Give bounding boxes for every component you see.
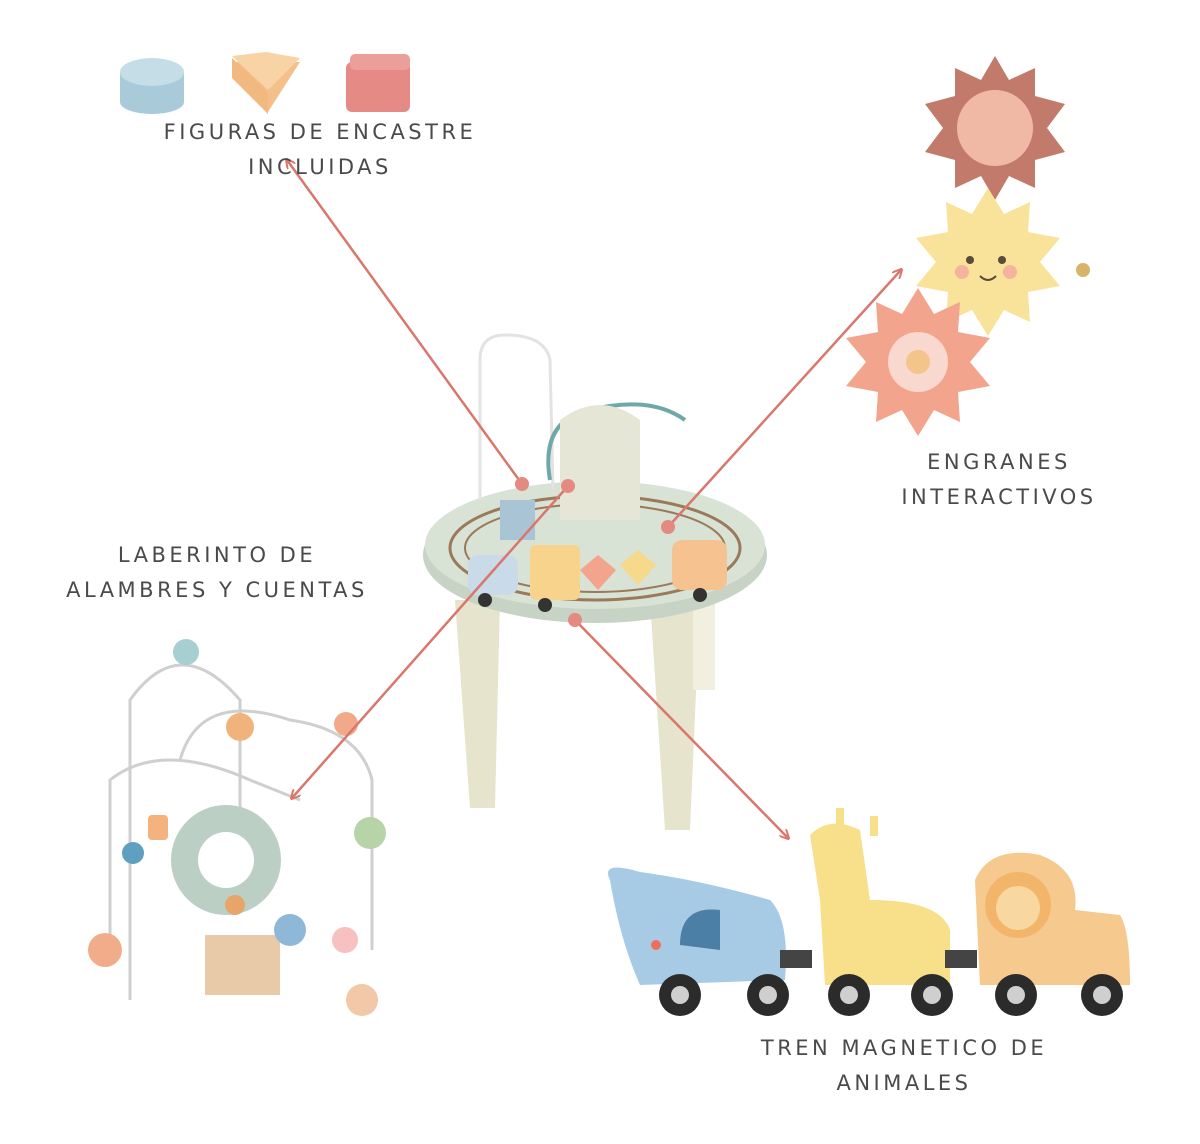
arrow-to-maze [292,485,569,798]
shapes-label-line2: INCLUIDAS [248,155,392,179]
activity-table [423,333,767,830]
arrow-to-shapes [287,160,524,485]
arrow-to-train [574,619,788,838]
train-label-line2: ANIMALES [836,1071,972,1095]
red-cube-icon [346,54,410,112]
lion-car-icon [975,852,1130,985]
bell-icon [1076,263,1090,277]
yellow-sun-gear-icon [916,188,1060,336]
elephant-car-icon [608,867,786,985]
orange-triangle-icon [232,52,300,114]
animal-train [608,808,1130,1016]
callout-arrows [287,160,901,838]
gears-label-line2: INTERACTIVOS [901,485,1097,509]
shape-pieces [120,52,410,114]
maze-label-line2: ALAMBRES Y CUENTAS [66,578,368,602]
shapes-label: FIGURAS DE ENCASTRE INCLUIDAS [164,115,477,185]
shapes-label-line1: FIGURAS DE ENCASTRE [163,120,477,144]
gears-label-line1: ENGRANES [927,450,1071,474]
callout-dots [515,477,675,627]
brown-gear-icon [925,56,1065,200]
gears-label: ENGRANES INTERACTIVOS [901,445,1096,515]
arrow-to-gears [667,270,901,528]
gears [846,56,1090,436]
giraffe-car-icon [810,808,950,985]
maze-label: LABERINTO DE ALAMBRES Y CUENTAS [66,538,368,608]
pink-flower-gear-icon [846,288,990,436]
maze-label-line1: LABERINTO DE [117,543,317,567]
blue-cylinder-icon [120,58,184,114]
train-label-line1: TREN MAGNETICO DE [760,1036,1048,1060]
train-label: TREN MAGNETICO DE ANIMALES [761,1031,1047,1101]
bead-maze [88,639,386,1016]
